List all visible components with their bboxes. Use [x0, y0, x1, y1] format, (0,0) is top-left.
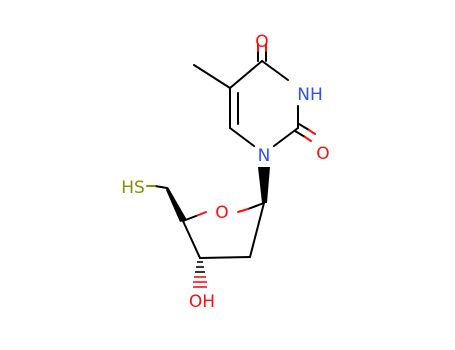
hashed-bond-c3prime-oh — [193, 261, 207, 288]
base-ring-bonds — [193, 60, 299, 147]
atom-label-o-right: O — [316, 144, 329, 164]
bond-c6-n1 — [229, 127, 255, 147]
wedge-bond-n1-c1prime-body — [258, 167, 270, 203]
atom-label-o-ring: O — [215, 203, 228, 223]
atom-label-nh: NH — [297, 85, 323, 105]
bond-c4-c5 — [229, 60, 263, 89]
atom-label-n1: N — [258, 146, 271, 166]
bond-n3-c4 — [261, 60, 289, 81]
wedge-bond-c4prime-c5prime — [166, 187, 187, 222]
atom-label-sh: HS — [121, 178, 145, 198]
bond-c5-methyl — [193, 64, 231, 89]
bond-c5prime-s — [146, 185, 168, 189]
atom-label-o-top: O — [255, 32, 268, 52]
bond-c2-o-double — [294, 123, 316, 142]
sugar-ring-bonds — [182, 202, 265, 259]
atom-label-oh: OH — [189, 292, 215, 312]
bond-c4-o-double — [257, 43, 267, 62]
